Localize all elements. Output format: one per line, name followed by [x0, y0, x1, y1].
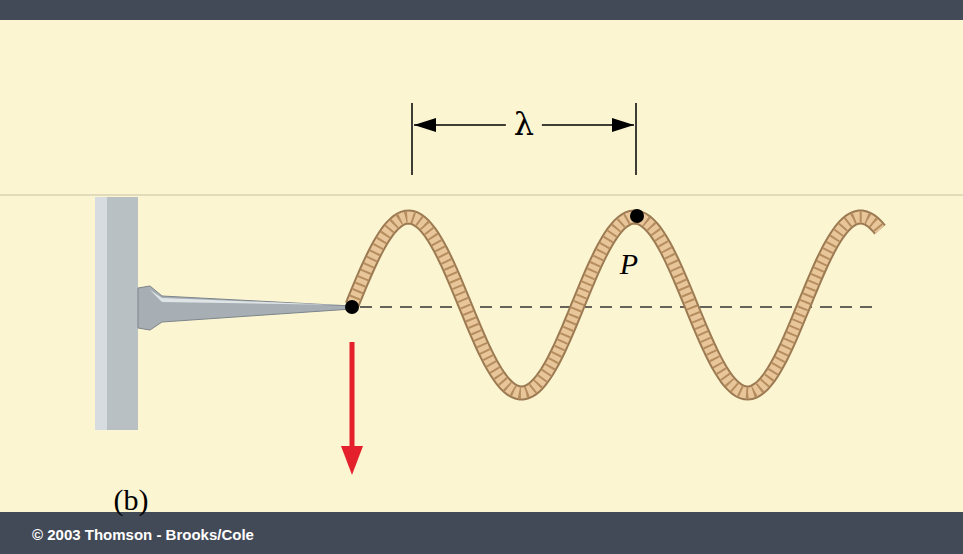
point-label: P — [620, 249, 638, 279]
motion-arrowhead — [341, 446, 363, 475]
point-p-dot — [630, 209, 644, 223]
rope-outline — [352, 217, 880, 393]
copyright-note: © 2003 Thomson - Brooks/Cole — [32, 527, 254, 542]
panel-label: (b) — [114, 485, 149, 515]
rope-twist — [352, 217, 880, 393]
dimension-arrowhead — [414, 118, 436, 132]
dimension-tick — [635, 103, 637, 175]
rope — [352, 217, 880, 393]
end-dot — [345, 300, 359, 314]
dimension-arrowhead — [612, 118, 634, 132]
motion-arrow — [350, 342, 355, 448]
wavelength-symbol: λ — [506, 106, 542, 142]
blade-highlight — [150, 290, 340, 305]
panel — [0, 20, 963, 512]
dimension-tick — [411, 103, 413, 175]
panel-divider — [0, 194, 963, 196]
wall-post — [95, 197, 138, 430]
wall-post-shine — [95, 197, 107, 430]
vibrating-blade — [138, 286, 352, 330]
